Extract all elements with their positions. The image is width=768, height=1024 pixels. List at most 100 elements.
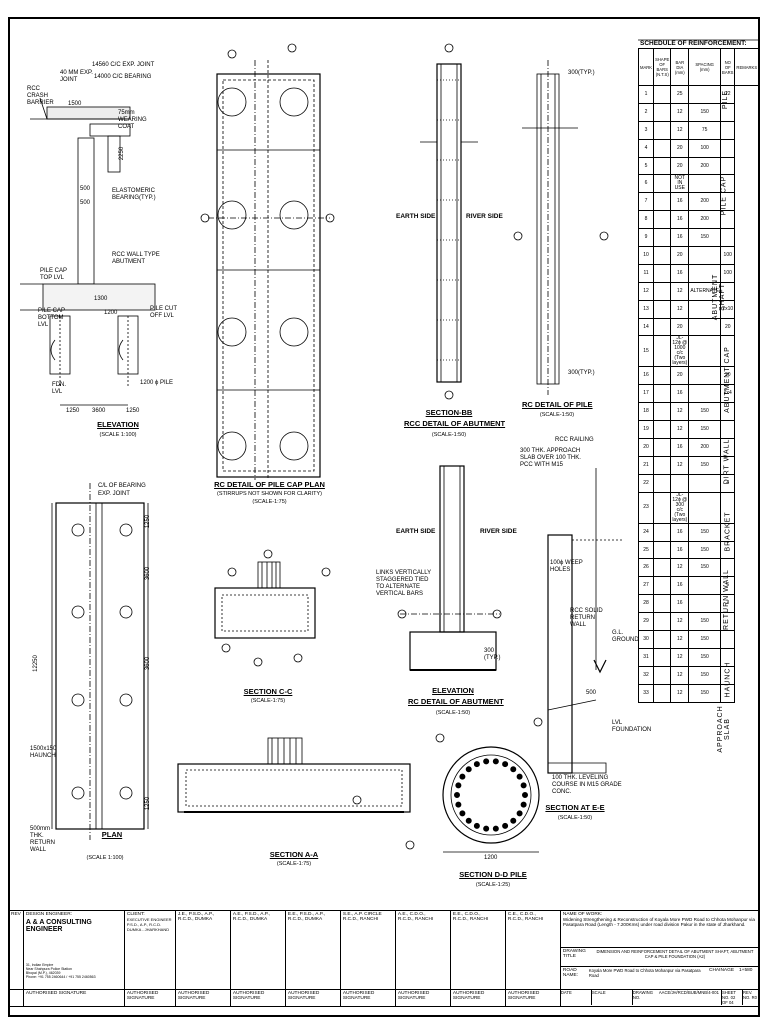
schedule-remark-cell [734,666,760,685]
schedule-cell: 12 [670,402,690,422]
schedule-cell [653,174,672,194]
schedule-cell: 16 [670,522,690,542]
schedule-cell: 26 [637,558,655,578]
schedule-cell: 16 [670,576,690,596]
tb-sig-2-l2: R.C.D., DUMKA [287,917,323,922]
tb-sig-6-l2: R.C.D., RANCHI [507,917,544,922]
tb-client-2: DUMKA - JHARKHAND [126,927,170,932]
tb-client-label: CLIENT: [126,912,145,917]
plan-label-dim-1250a: 1250 [145,514,152,529]
tb-sig-0-l1: J.E., P.S.D., A.P., [177,912,215,917]
schedule-cell: 4 [637,138,655,158]
plan-label-haunch: 1500x150 HAUNCH [30,746,57,759]
schedule-cell [653,192,672,212]
section-bb-drawing [420,43,478,400]
pile-cap-plan-title: RC DETAIL OF PILE CAP PLAN [214,480,325,489]
tb-auth-sig-0: AUTHORISED SIGNATURE [22,988,125,1008]
schedule-cell: 12 [670,630,690,649]
schedule-cell: 20 [670,156,690,176]
tb-sig-0: J.E., P.S.D., A.P.,R.C.D., DUMKA [174,910,231,990]
tb-auth-sig-5: AUTHORISED SIGNATURE [339,988,396,1008]
schedule-cell: 21 [637,455,655,475]
elev-label-pile-cutoff: PILE CUT OFF LVL [150,306,177,319]
schedule-cell [653,335,672,368]
schedule-header-cell: SHAPE OF BARS (N.T.S) [653,48,672,86]
schedule-cell [688,366,722,386]
schedule-cell: 150 [688,630,722,649]
pile-rebar-mark [453,792,460,799]
elev-label-pile-cap-bottom: PILE CAP BOTTOM LVL [38,308,65,328]
schedule-cell: 100 [720,246,736,265]
schedule-cell: 150 [688,455,722,475]
schedule-remark-cell [734,541,760,559]
schedule-cell: 32 [637,665,655,685]
schedule-cell: 150 [688,420,722,440]
schedule-cell: 12 [670,612,690,632]
section-ee-foundation: LVL FOUNDATION [612,720,652,733]
pile-rebar-mark [459,810,466,817]
elev-abut-river-side: RIVER SIDE [480,528,517,535]
schedule-cell: 18 [637,402,655,422]
tb-design-engineer: A & A CONSULTING ENGINEER [25,919,92,933]
schedule-cell: 20 [670,366,690,386]
tb-auth-sig-3: AUTHORISED SIGNATURE [229,988,286,1008]
schedule-header-cell: SPACING (mm) [688,48,722,86]
tb-drawing-no-label: DRAWING NO. [632,989,653,1000]
schedule-remark-cell [734,420,760,439]
tb-drawing-title: DIMENSION AND REINFORCEMENT DETAIL OF AB… [596,949,754,959]
schedule-cell: 33 [637,683,655,703]
schedule-cell [653,263,672,283]
schedule-cell: 100 [688,138,722,158]
pile-rebar-mark [483,825,490,832]
schedule-cell [688,576,722,596]
schedule-cell [653,246,672,265]
tb-address-2: Bhopal (M.P.), 462039 [25,971,61,975]
schedule-cell: 16 [637,366,655,386]
elevation-title: ELEVATION [97,420,139,429]
schedule-cell: 16 [670,210,690,230]
pile-cap-plan-note: (STIRRUPS NOT SHOWN FOR CLARITY) [216,491,322,497]
schedule-cell: 14 [637,317,655,337]
section-bb-scale: (SCALE-1:50) [431,432,467,438]
pile-detail-title: RC DETAIL OF PILE [522,400,593,409]
schedule-group-pile-cap: PILE CAP [720,175,728,216]
schedule-cell: JL-12ϕ @ 1000 c/c (Two layers) [670,335,690,368]
schedule-cell [688,246,722,265]
pile-detail-drawing [513,60,609,395]
schedule-cell: 15 [637,335,655,368]
schedule-group-haunch: HAUNCH [724,661,732,698]
section-bb-title: SECTION-BB [425,408,473,417]
section-bb-subtitle: RCC DETAIL OF ABUTMENT [404,419,506,428]
schedule-cell: 200 [688,210,722,230]
tb-drawing-title-label: DRAWING TITLE [562,949,586,959]
schedule-cell: 12 [670,455,690,475]
section-ee-railing: RCC RAILING [555,437,594,443]
schedule-remark-cell [734,139,760,158]
schedule-remark-cell [734,523,760,542]
schedule-cell: 16 [670,594,690,614]
section-ee-title: SECTION AT E-E [545,803,605,812]
tb-sig-3-l1: S.E., A.P. CIRCLE [342,912,382,917]
schedule-remark-cell [734,121,760,140]
schedule-cell: 12 [670,665,690,685]
schedule-cell [720,335,736,368]
tb-auth-sig-2: AUTHORISED SIGNATURE [174,988,231,1008]
tb-sig-5-l2: R.C.D., RANCHI [452,917,489,922]
schedule-remark-cell [734,612,760,631]
tb-sig-0-l2: R.C.D., DUMKA [177,917,213,922]
tb-date-label: DATE [561,989,592,1005]
plan-label-dim-1250b: 1250 [145,796,152,811]
tb-rev-no-label: REV. NO. [743,989,753,1000]
tb-sig-6-l1: C.E., C.D.O., [507,912,536,917]
schedule-cell: 16 [670,263,690,283]
